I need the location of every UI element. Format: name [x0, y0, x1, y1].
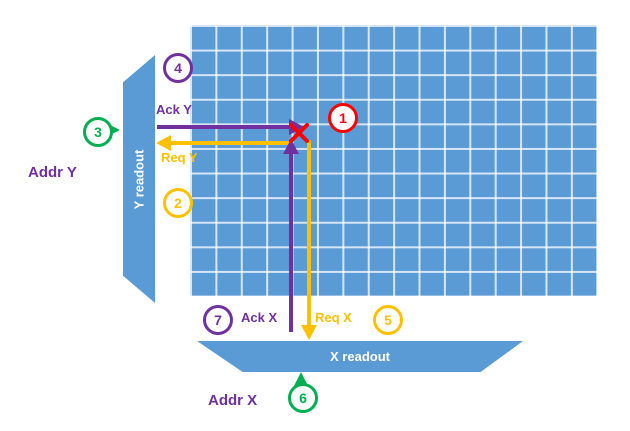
step-number-6: 6 [299, 390, 307, 406]
pixel-matrix-grid [190, 25, 597, 296]
step-circle-3: 3 [83, 117, 113, 147]
step-number-4: 4 [174, 60, 182, 76]
step-number-1: 1 [339, 110, 347, 126]
step-circle-5: 5 [373, 305, 403, 335]
step-circle-4: 4 [163, 53, 193, 83]
step-circle-1: 1 [328, 103, 358, 133]
addr-y-label: Addr Y [28, 164, 77, 181]
x-readout-label: X readout [330, 349, 390, 364]
step-number-7: 7 [214, 312, 222, 328]
step-circle-6: 6 [288, 383, 318, 413]
y-readout-label: Y readout [131, 149, 147, 209]
step-circle-7: 7 [203, 305, 233, 335]
step-number-5: 5 [384, 312, 392, 328]
addr-x-label: Addr X [208, 392, 258, 409]
step-number-2: 2 [174, 195, 182, 211]
ack-y-label: Ack Y [156, 102, 192, 117]
ack-x-label: Ack X [241, 310, 278, 325]
req-x-label: Req X [315, 310, 352, 325]
req-y-arrowhead [156, 135, 171, 151]
x-readout-bar: X readout [197, 341, 523, 372]
step-circle-2: 2 [163, 188, 193, 218]
step-number-3: 3 [94, 124, 102, 140]
y-readout-bar: Y readout [123, 55, 155, 303]
req-y-label: Req Y [161, 150, 198, 165]
req-x-arrowhead [301, 325, 317, 340]
